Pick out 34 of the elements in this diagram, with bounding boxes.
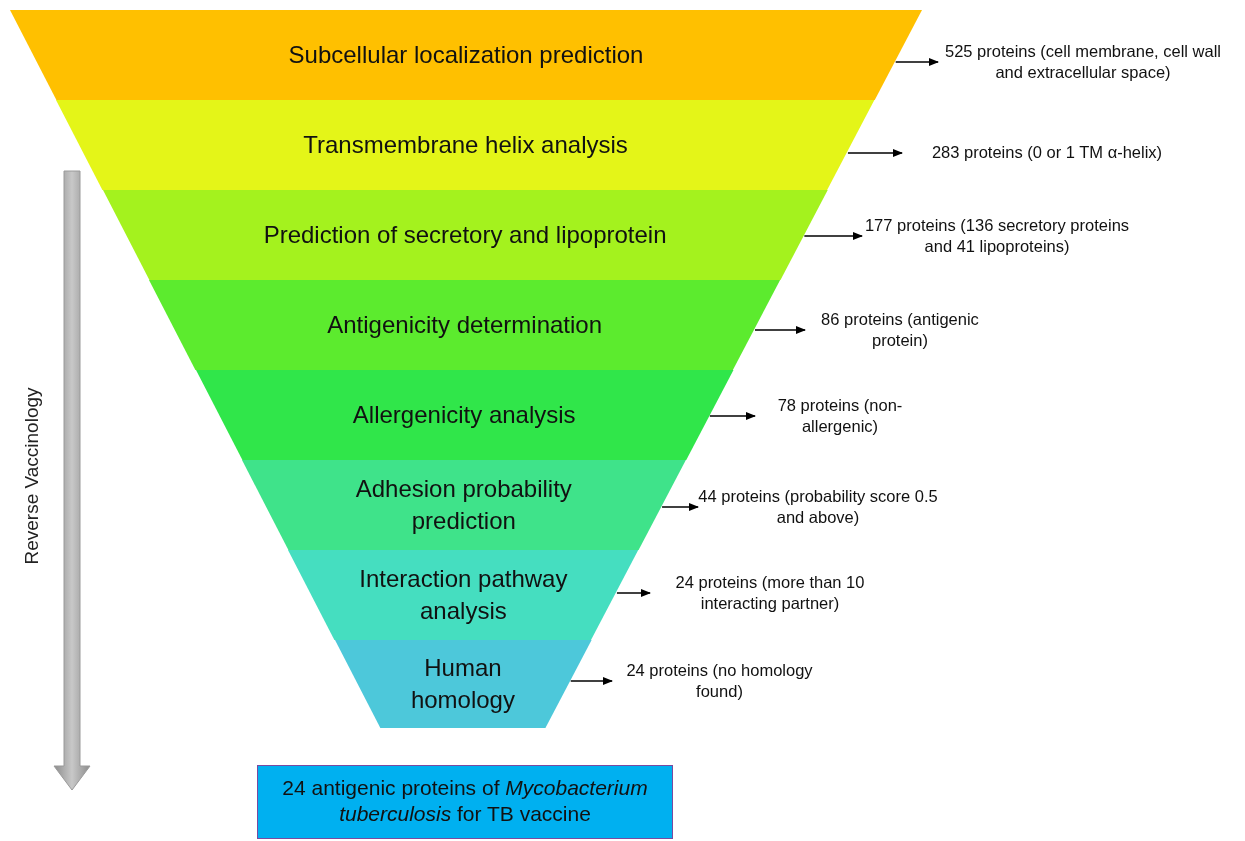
stage-label: Subcellular localization prediction xyxy=(287,39,645,70)
funnel-band xyxy=(288,550,639,640)
result-note: 24 proteins (more than 10 interacting partner) xyxy=(650,570,890,616)
result-note: 177 proteins (136 secretory proteins and 41 lipoproteins) xyxy=(862,213,1132,259)
arrow xyxy=(709,411,757,421)
funnel-band xyxy=(241,460,686,550)
arrow xyxy=(616,588,652,598)
result-note: 283 proteins (0 or 1 TM α-helix) xyxy=(902,130,1192,176)
stage-label: Allergenicity analysis xyxy=(351,399,577,430)
result-note: 86 proteins (antigenic protein) xyxy=(805,307,995,353)
stage-label: Interaction pathway analysis xyxy=(358,563,569,626)
axis-label: Reverse Vaccinology xyxy=(21,386,43,567)
result-note: 24 proteins (no homology found) xyxy=(612,658,827,704)
arrow xyxy=(661,502,700,512)
funnel-band xyxy=(195,370,733,460)
funnel-band xyxy=(334,640,592,728)
stage-label: Adhesion probability prediction xyxy=(354,473,573,536)
arrow xyxy=(894,57,940,67)
funnel-band xyxy=(56,100,875,190)
arrow xyxy=(570,676,614,686)
stage-label: Human homology xyxy=(409,652,516,715)
result-note: 78 proteins (non-allergenic) xyxy=(755,393,925,439)
funnel-band xyxy=(149,280,781,370)
arrow xyxy=(847,148,904,158)
stage-label: Antigenicity determination xyxy=(326,309,604,340)
stage-label: Prediction of secretory and lipoprotein xyxy=(262,219,668,250)
result-box: 24 antigenic proteins of Mycobacterium tuberculosis for TB vaccine xyxy=(257,765,673,839)
result-note: 44 proteins (probability score 0.5 and above) xyxy=(698,484,938,530)
arrow xyxy=(754,325,807,335)
result-note: 525 proteins (cell membrane, cell wall and extracellular space) xyxy=(938,39,1228,85)
stage-label: Transmembrane helix analysis xyxy=(302,129,629,160)
funnel-band xyxy=(10,10,922,100)
arrow xyxy=(803,231,864,241)
funnel-band xyxy=(102,190,828,280)
